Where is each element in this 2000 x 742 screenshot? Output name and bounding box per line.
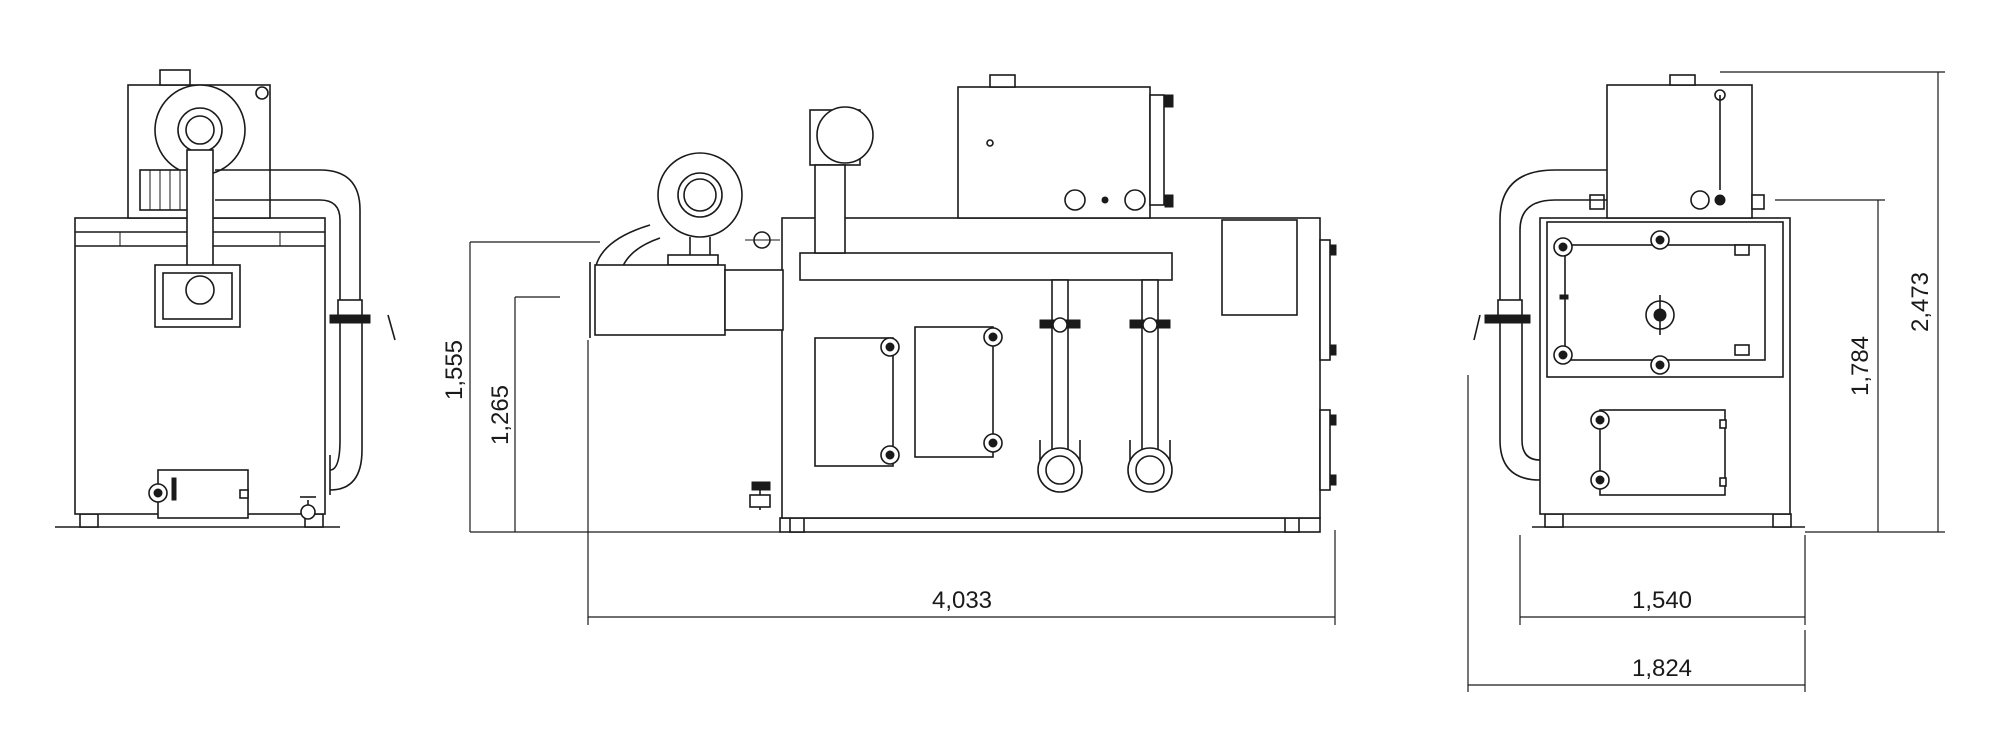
dim-height-side: 1,555 bbox=[441, 340, 468, 400]
side-view bbox=[589, 74, 1337, 533]
side-door-center bbox=[914, 326, 994, 458]
dim-height-body: 1,784 bbox=[1847, 336, 1874, 396]
dimension-lines bbox=[469, 71, 1945, 692]
dim-length-total: 4,033 bbox=[932, 587, 992, 614]
dim-height-total: 2,473 bbox=[1907, 272, 1934, 332]
side-door-left bbox=[814, 337, 894, 467]
side-top-box bbox=[957, 86, 1151, 219]
dim-height-outlet: 1,265 bbox=[487, 385, 514, 445]
front-view bbox=[1473, 74, 1805, 528]
dim-width-total: 1,824 bbox=[1632, 655, 1692, 682]
side-fan bbox=[657, 152, 743, 238]
front-top-box bbox=[1606, 84, 1753, 219]
front-lower-door bbox=[1599, 409, 1726, 496]
dim-width-body: 1,540 bbox=[1632, 587, 1692, 614]
rear-view bbox=[55, 69, 396, 528]
side-base bbox=[779, 517, 1321, 533]
